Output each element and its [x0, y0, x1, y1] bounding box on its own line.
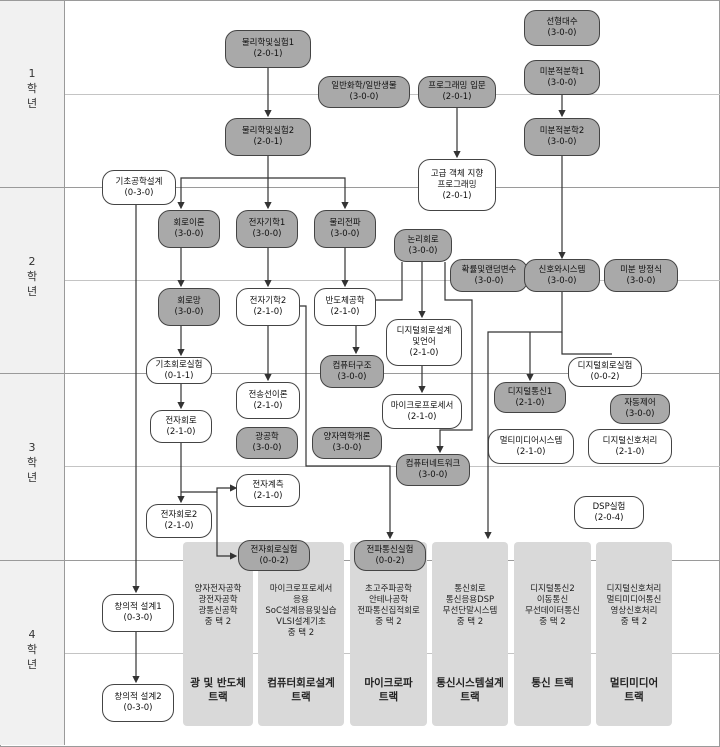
course-creative-design1[interactable]: 창의적 설계1 (0-3-0): [102, 594, 174, 632]
track-name: 통신시스템설계 트랙: [436, 677, 504, 703]
course-electronics1[interactable]: 전자회로 (2-1-0): [150, 410, 212, 443]
year-label-2: 2 학 년: [26, 255, 38, 298]
track-electives: 통신회로 통신응용DSP 무선단말시스템 중 택 2: [442, 584, 498, 627]
track-name: 통신 트랙: [531, 677, 574, 689]
course-chem-bio[interactable]: 일반화학/일반생물 (3-0-0): [318, 76, 410, 108]
course-calculus1[interactable]: 미분적분학1 (3-0-0): [524, 60, 600, 95]
year-divider: [0, 187, 720, 188]
course-optics[interactable]: 광공학 (3-0-0): [236, 427, 298, 459]
track-electives: 디지털신호처리 멀티미디어통신 영상신호처리 중 택 2: [606, 584, 662, 627]
course-quantum-mechanics[interactable]: 양자역학개론 (3-0-0): [312, 427, 382, 459]
track-panel-optics: [183, 542, 253, 726]
course-digital-comm1[interactable]: 디지털통신1 (2-1-0): [494, 382, 566, 413]
course-digital-signal-processing[interactable]: 디지털신호처리 (2-1-0): [588, 429, 672, 464]
course-computer-architecture[interactable]: 컴퓨터구조 (3-0-0): [320, 355, 384, 388]
course-prog-intro[interactable]: 프로그래밍 입문 (2-0-1): [418, 76, 496, 108]
year-label-4: 4 학 년: [26, 628, 38, 671]
course-basic-circuit-lab[interactable]: 기초회로실험 (0-1-1): [146, 357, 212, 384]
track-name: 컴퓨터회로설계 트랙: [267, 677, 335, 703]
arrow: [436, 262, 473, 454]
course-microprocessor[interactable]: 마이크로프로세서 (2-1-0): [382, 394, 462, 429]
semester-divider: [65, 280, 720, 281]
course-wave-propagation[interactable]: 물리전파 (3-0-0): [314, 210, 376, 248]
course-electronic-measurement[interactable]: 전자계측 (2-1-0): [236, 474, 300, 507]
course-digital-circuit-lab[interactable]: 디지털회로실험 (0-0-2): [568, 357, 642, 387]
course-differential-equations[interactable]: 미분 방정식 (3-0-0): [604, 259, 678, 292]
arrow: [561, 332, 612, 355]
course-creative-design2[interactable]: 창의적 설계2 (0-3-0): [102, 684, 174, 722]
course-logic-circuit[interactable]: 논리회로 (3-0-0): [394, 229, 452, 262]
course-linear-algebra[interactable]: 선형대수 (3-0-0): [524, 10, 600, 46]
course-electromagnetics2[interactable]: 전자기학2 (2-1-0): [236, 288, 300, 326]
arrow: [268, 177, 349, 210]
year-label-3: 3 학 년: [26, 441, 38, 484]
track-panel-multimedia: [596, 542, 672, 726]
arrow: [177, 156, 269, 210]
arrow: [181, 484, 238, 493]
course-electromagnetics1[interactable]: 전자기학1 (3-0-0): [236, 210, 298, 248]
course-calculus2[interactable]: 미분적분학2 (3-0-0): [524, 118, 600, 156]
track-panel-microwave: [350, 542, 427, 726]
course-communication-lab[interactable]: 전파통신실험 (0-0-2): [354, 540, 426, 571]
arrow: [352, 262, 403, 355]
track-panel-computer: [258, 542, 344, 726]
course-semiconductor[interactable]: 반도체공학 (2-1-0): [314, 288, 376, 326]
course-electronics2[interactable]: 전자회로2 (2-1-0): [146, 504, 212, 538]
semester-divider: [65, 466, 720, 467]
course-digital-design[interactable]: 디지털회로설계 및언어 (2-1-0): [386, 319, 462, 366]
course-transmission-line[interactable]: 전송선이론 (2-1-0): [236, 382, 300, 419]
course-basic-engineering-design[interactable]: 기초공학설계 (0-3-0): [102, 170, 176, 205]
course-multimedia-systems[interactable]: 멀티미디어시스템 (2-1-0): [488, 429, 574, 464]
track-panel-comm: [514, 542, 591, 726]
course-probability[interactable]: 확률및랜덤변수 (3-0-0): [450, 259, 528, 292]
track-name: 광 및 반도체 트랙: [190, 677, 246, 703]
course-physics2[interactable]: 물리학및실험2 (2-0-1): [225, 118, 311, 156]
course-dsp-lab[interactable]: DSP실험 (2-0-4): [574, 496, 644, 529]
track-name: 멀티미디어 트랙: [609, 677, 659, 703]
track-electives: 초고주파공학 안테나공학 전파통신집적회로 중 택 2: [357, 584, 420, 627]
course-circuit-theory[interactable]: 회로이론 (3-0-0): [158, 210, 220, 248]
arrow: [216, 492, 238, 560]
course-automatic-control[interactable]: 자동제어 (3-0-0): [610, 394, 670, 424]
course-network[interactable]: 회로망 (3-0-0): [158, 288, 220, 326]
track-electives: 마이크로프로세서 응용 SoC설계응용및실습 VLSI설계기초 중 택 2: [265, 584, 337, 638]
course-physics1[interactable]: 물리학및실험1 (2-0-1): [225, 30, 311, 68]
course-advanced-programming[interactable]: 고급 객체 지향 프로그래밍 (2-0-1): [418, 159, 496, 211]
arrow: [300, 305, 394, 540]
course-signals-systems[interactable]: 신호와시스템 (3-0-0): [524, 259, 600, 292]
track-panel-comm-system: [432, 542, 508, 726]
course-computer-network[interactable]: 컴퓨터네트워크 (3-0-0): [396, 454, 470, 486]
course-electronic-circuit-lab[interactable]: 전자회로실험 (0-0-2): [238, 540, 310, 571]
track-electives: 양자전자공학 광전자공학 광통신공학 중 택 2: [194, 584, 242, 627]
track-name: 마이크로파 트랙: [364, 677, 413, 703]
arrow: [484, 292, 563, 540]
year-label-1: 1 학 년: [26, 67, 38, 110]
track-electives: 디지털통신2 이동통신 무선데이터통신 중 택 2: [525, 584, 580, 627]
